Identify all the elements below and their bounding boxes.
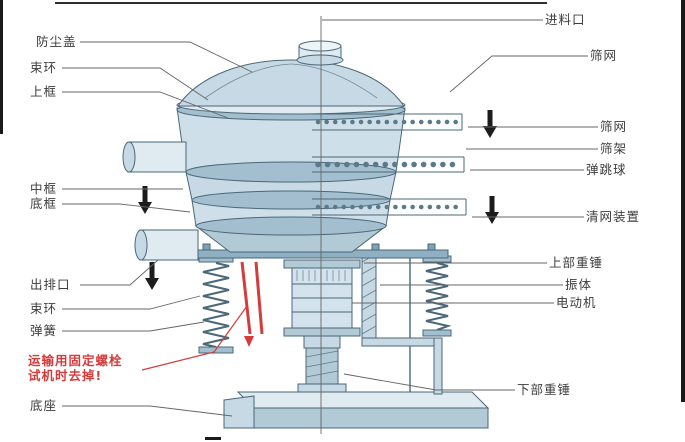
support-bracket — [361, 251, 443, 395]
machine-body — [176, 107, 406, 253]
label-lower-weight: 下部重锤 — [517, 382, 572, 397]
label-screen-mesh-lower: 筛网 — [600, 119, 628, 134]
leader-lower-weight — [343, 373, 515, 391]
leader-bottom-frame — [62, 203, 191, 213]
label-feed-inlet: 进料口 — [545, 12, 586, 27]
down-arrow-right-2 — [485, 196, 499, 224]
leader-lines — [62, 19, 598, 417]
screen-mesh-row-lower — [312, 198, 467, 216]
label-clamp-ring-bottom: 束环 — [30, 301, 58, 316]
warning-line-1: 运输用固定螺栓 — [28, 353, 123, 368]
label-base: 底座 — [30, 398, 58, 413]
band-200 — [191, 190, 391, 210]
down-arrow-left-2 — [145, 262, 159, 290]
side-spout-upper — [122, 141, 187, 173]
leader-clamp-ring-bottom — [62, 295, 201, 310]
leader-screen-mesh-upper — [449, 55, 588, 93]
label-clamp-ring-top: 束环 — [30, 60, 58, 75]
label-screen-mesh-upper: 筛网 — [590, 48, 618, 63]
discharge-spout — [134, 229, 199, 261]
label-screen-frame: 筛架 — [600, 141, 628, 156]
down-arrow-left-1 — [138, 186, 152, 214]
right-spring-coil — [422, 255, 452, 337]
label-mesh-cleaning-device: 清网装置 — [586, 209, 641, 224]
warning-line-2: 试机时去掉! — [28, 368, 103, 383]
leader-clamp-ring-top — [62, 67, 209, 101]
label-spring: 弹簧 — [30, 323, 58, 338]
leader-discharge-outlet — [80, 259, 159, 286]
screen-mesh-row-upper — [312, 113, 463, 131]
band-226 — [195, 216, 387, 236]
motor-assembly — [283, 259, 361, 349]
label-discharge-outlet: 出排口 — [30, 277, 71, 292]
lower-weight-cylinder — [297, 347, 347, 393]
down-arrow-right-1 — [483, 110, 497, 138]
label-bouncing-ball: 弹跳球 — [586, 162, 627, 177]
label-upper-frame: 上框 — [30, 84, 58, 99]
flow-arrows — [138, 110, 499, 290]
feed-inlet-port — [296, 40, 344, 66]
base-pedestal — [223, 391, 490, 429]
label-bottom-frame: 底框 — [30, 196, 58, 211]
label-motor: 电动机 — [556, 295, 597, 310]
dust-cover-dome — [177, 59, 405, 107]
label-vibrating-body: 振体 — [565, 277, 593, 292]
leader-base — [62, 405, 233, 417]
warning-leader-line — [141, 305, 248, 371]
transport-bolts — [240, 261, 264, 347]
label-dust-cover: 防尘盖 — [36, 34, 77, 49]
leader-upper-frame — [62, 91, 229, 119]
left-spring-coil — [198, 255, 234, 354]
bouncing-ball-row — [312, 156, 465, 173]
label-upper-weight: 上部重锤 — [549, 255, 604, 270]
warning-note: 运输用固定螺栓 试机时去掉! — [28, 353, 123, 383]
leader-dust-cover — [80, 41, 253, 73]
label-middle-frame: 中框 — [30, 181, 58, 196]
leader-spring — [62, 321, 205, 332]
